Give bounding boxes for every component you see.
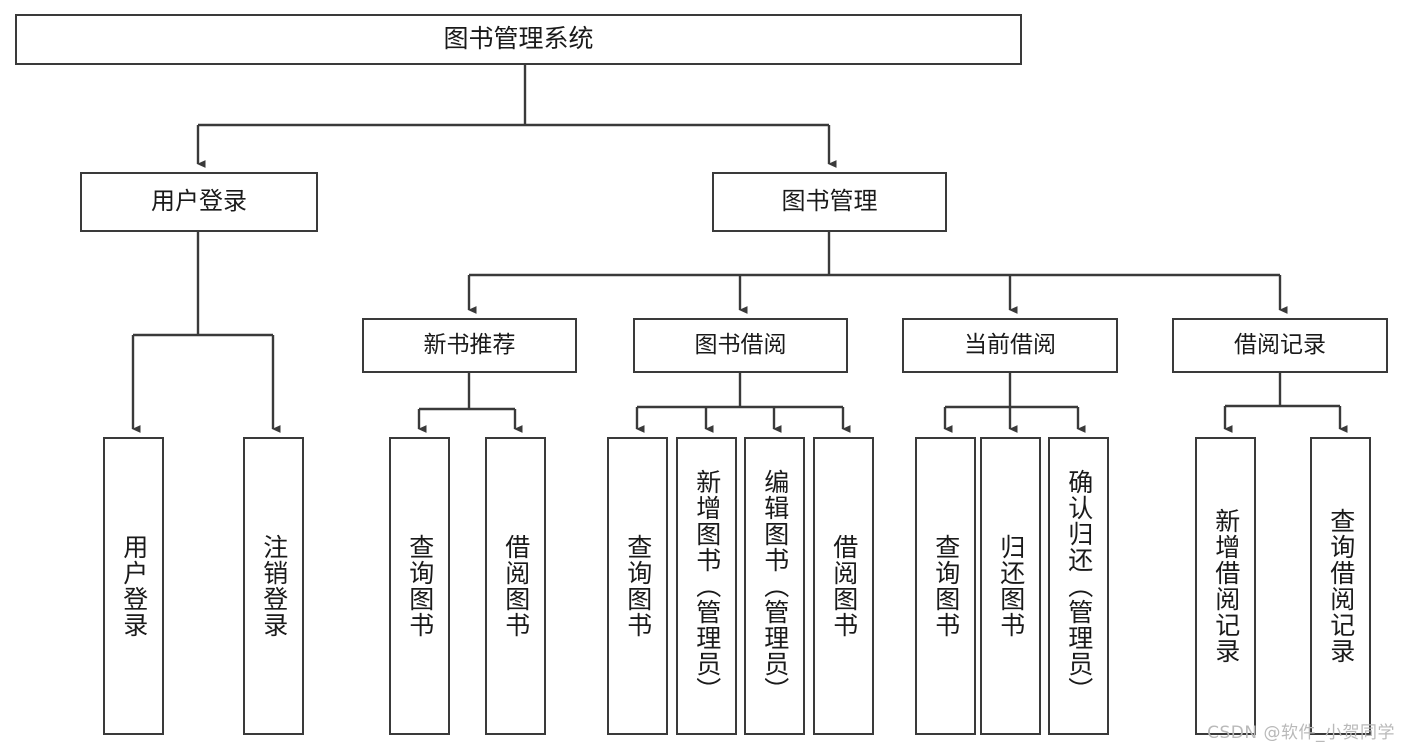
node-current-borrow[interactable]: 当前借阅 xyxy=(902,318,1118,373)
leaf-book-borrow-query-label: 查询图书 xyxy=(623,534,653,638)
node-current-borrow-label: 当前借阅 xyxy=(964,332,1056,359)
leaf-current-borrow-return[interactable]: 归还图书 xyxy=(980,437,1041,735)
node-new-book-recommend-label: 新书推荐 xyxy=(423,332,516,359)
leaf-book-borrow-add-label: 新增图书（管理员） xyxy=(692,469,722,703)
leaf-borrow-records-add[interactable]: 新增借阅记录 xyxy=(1195,437,1256,735)
leaf-borrow-records-query-label: 查询借阅记录 xyxy=(1326,508,1356,664)
node-root-label: 图书管理系统 xyxy=(443,24,594,54)
node-book-borrow-label: 图书借阅 xyxy=(694,332,787,359)
leaf-new-book-borrow[interactable]: 借阅图书 xyxy=(485,437,546,735)
leaf-current-borrow-query-label: 查询图书 xyxy=(931,534,961,638)
node-book-management[interactable]: 图书管理 xyxy=(712,172,947,232)
leaf-current-borrow-confirm-return[interactable]: 确认归还（管理员） xyxy=(1048,437,1109,735)
leaf-book-borrow-borrow-label: 借阅图书 xyxy=(829,534,859,638)
leaf-user-login-logout[interactable]: 注销登录 xyxy=(243,437,304,735)
leaf-current-borrow-return-label: 归还图书 xyxy=(996,534,1026,638)
leaf-book-borrow-query[interactable]: 查询图书 xyxy=(607,437,668,735)
node-user-login-label: 用户登录 xyxy=(151,187,247,216)
leaf-user-login-login[interactable]: 用户登录 xyxy=(103,437,164,735)
node-book-management-label: 图书管理 xyxy=(781,187,878,216)
leaf-new-book-borrow-label: 借阅图书 xyxy=(501,534,531,638)
node-root-system[interactable]: 图书管理系统 xyxy=(15,14,1022,65)
leaf-user-login-logout-label: 注销登录 xyxy=(259,534,289,638)
node-new-book-recommend[interactable]: 新书推荐 xyxy=(362,318,577,373)
leaf-current-borrow-query[interactable]: 查询图书 xyxy=(915,437,976,735)
leaf-book-borrow-add[interactable]: 新增图书（管理员） xyxy=(676,437,737,735)
leaf-book-borrow-edit-label: 编辑图书（管理员） xyxy=(760,469,790,703)
leaf-new-book-query-label: 查询图书 xyxy=(405,534,435,638)
leaf-current-borrow-confirm-return-label: 确认归还（管理员） xyxy=(1064,469,1094,703)
leaf-new-book-query[interactable]: 查询图书 xyxy=(389,437,450,735)
node-borrow-records[interactable]: 借阅记录 xyxy=(1172,318,1388,373)
leaf-book-borrow-edit[interactable]: 编辑图书（管理员） xyxy=(744,437,805,735)
leaf-user-login-login-label: 用户登录 xyxy=(119,534,149,638)
node-borrow-records-label: 借阅记录 xyxy=(1234,332,1326,359)
node-book-borrow[interactable]: 图书借阅 xyxy=(633,318,848,373)
leaf-book-borrow-borrow[interactable]: 借阅图书 xyxy=(813,437,874,735)
csdn-watermark: CSDN @软件_小贺同学 xyxy=(1207,723,1395,743)
leaf-borrow-records-add-label: 新增借阅记录 xyxy=(1211,508,1241,664)
node-user-login[interactable]: 用户登录 xyxy=(80,172,318,232)
leaf-borrow-records-query[interactable]: 查询借阅记录 xyxy=(1310,437,1371,735)
